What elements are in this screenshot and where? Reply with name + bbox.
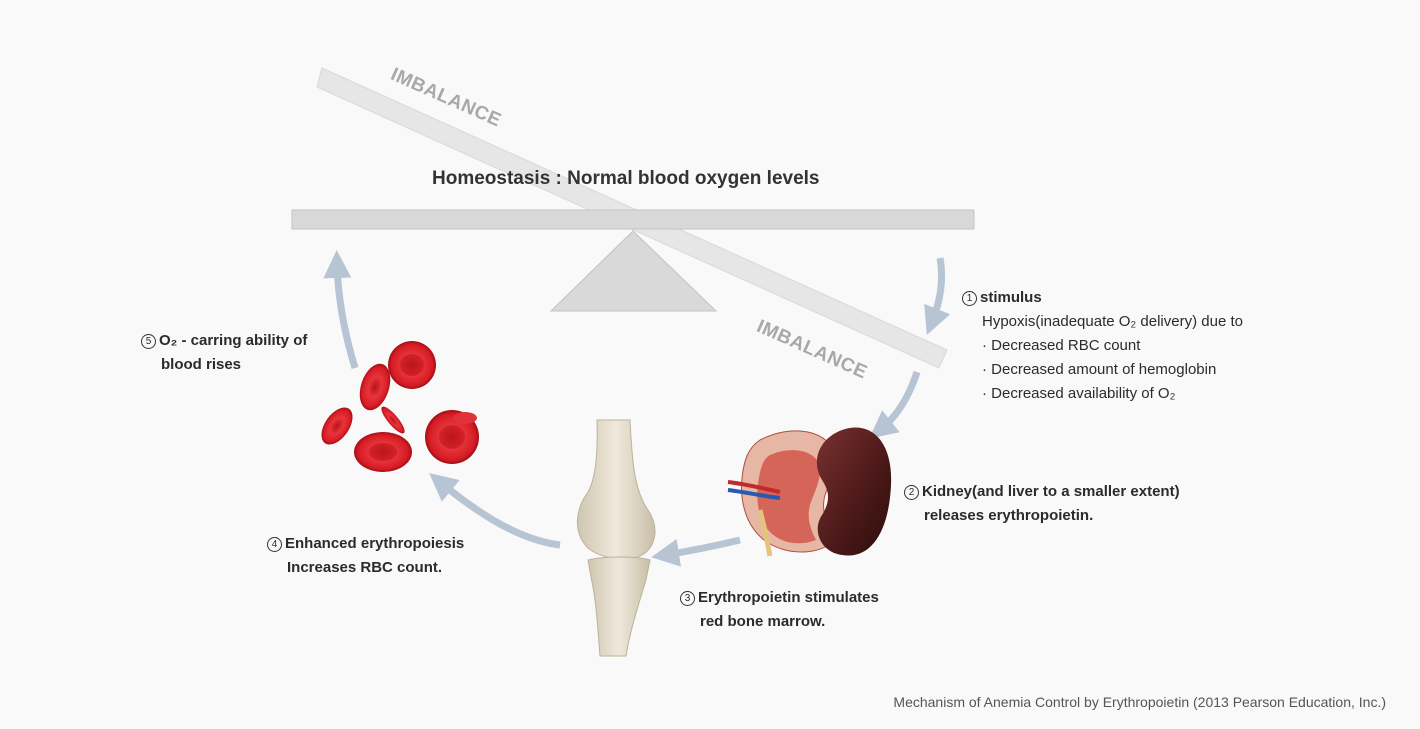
step1-heading: stimulus: [980, 289, 1042, 306]
step2-number: 2: [904, 485, 919, 500]
arrow-to-rbc: [429, 473, 561, 549]
step5-line2: blood rises: [161, 356, 242, 373]
balance-beam: [291, 209, 975, 230]
arrow-to-kidney: [869, 370, 921, 439]
bone-knee: [576, 419, 656, 657]
red-blood-cells: [321, 341, 479, 472]
step1-bullet: · Decreased amount of hemoglobin: [982, 361, 1217, 378]
step1-line: Hypoxis(inadequate O₂ delivery) due to: [982, 313, 1243, 330]
step4-number: 4: [267, 537, 282, 552]
step2-line1: Kidney(and liver to a smaller extent): [922, 483, 1180, 500]
figure-caption: Mechanism of Anemia Control by Erythropo…: [893, 694, 1386, 710]
step3-line1: Erythropoietin stimulates: [698, 589, 879, 606]
arrow-to-bone: [651, 536, 741, 567]
step2-line2: releases erythropoietin.: [924, 507, 1094, 524]
arrow-to-beam: [323, 250, 359, 370]
step5-number: 5: [141, 334, 156, 349]
step1-bullet: · Decreased availability of O₂: [982, 385, 1176, 402]
fulcrum: [549, 230, 718, 312]
arrow-stimulus: [924, 257, 951, 335]
step3-line2: red bone marrow.: [700, 613, 826, 630]
step1-bullets: · Decreased RBC count · Decreased amount…: [982, 334, 1243, 406]
step1-number: 1: [962, 291, 977, 306]
homeostasis-title: Homeostasis : Normal blood oxygen levels: [432, 168, 820, 189]
kidney: [727, 427, 892, 557]
step4-line2: Increases RBC count.: [287, 559, 443, 576]
step3-number: 3: [680, 591, 695, 606]
step4-line1: Enhanced erythropoiesis: [285, 535, 465, 552]
step1-bullet: · Decreased RBC count: [982, 337, 1141, 354]
step5-line1: O₂ - carring ability of: [159, 332, 308, 349]
